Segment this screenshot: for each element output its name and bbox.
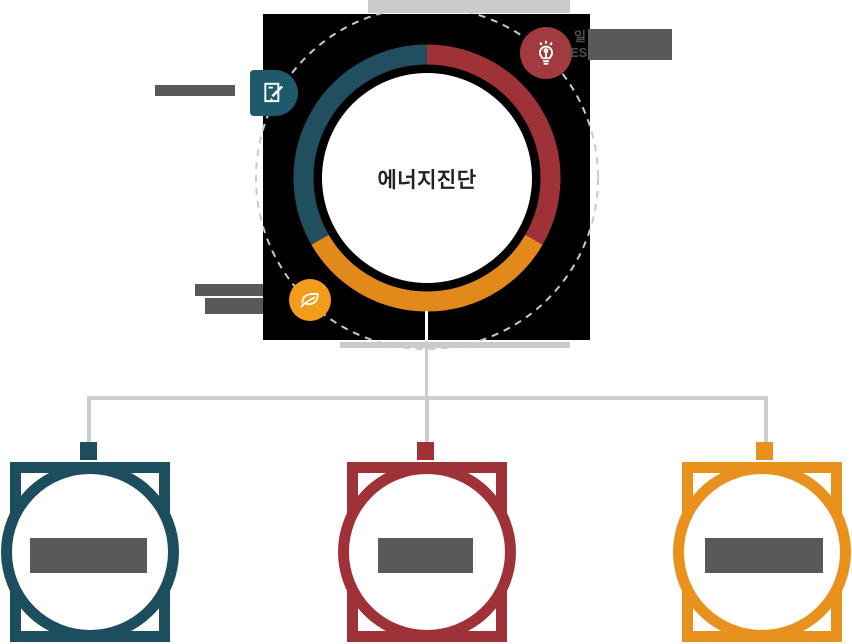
edit-badge <box>250 70 298 116</box>
label-redacted-bottom-left-line2 <box>205 298 263 314</box>
leaf-badge <box>289 279 331 321</box>
connector-stem-over-black <box>425 311 428 342</box>
center-label: 에너지진단 <box>377 169 477 192</box>
lightbulb-icon <box>539 40 553 65</box>
ring-segment-orange <box>311 234 543 312</box>
connector-stem <box>425 341 428 400</box>
label-redacted-top-right <box>588 29 672 60</box>
center-circle <box>322 73 532 283</box>
node-red-label-redacted <box>378 538 473 573</box>
node-teal-label-redacted <box>30 538 147 573</box>
ring-segment-red <box>426 44 561 245</box>
bottom-accent-bar <box>340 342 570 348</box>
connector-horizontal <box>87 396 768 400</box>
node-teal-tab <box>80 442 97 460</box>
top-right-label-line2: ES <box>570 45 588 60</box>
ring-orbit-graphic <box>255 6 599 350</box>
label-redacted-left <box>155 85 235 96</box>
top-right-label-line1: 일 <box>574 29 586 44</box>
connector-drop-right <box>764 400 768 443</box>
dashed-orbit-circle <box>255 6 599 350</box>
connector-drop-left <box>87 400 91 443</box>
connector-drop-middle <box>425 400 429 443</box>
top-accent-bar <box>368 0 570 13</box>
lightbulb-badge <box>520 27 572 79</box>
node-orange-tab <box>756 442 773 460</box>
label-redacted-bottom-left-line1 <box>195 284 263 296</box>
ring-segment-teal <box>293 44 428 245</box>
edit-document-icon <box>264 82 284 103</box>
leaf-icon <box>300 292 319 308</box>
node-red-tab <box>417 442 434 460</box>
node-orange-label-redacted <box>705 538 823 573</box>
